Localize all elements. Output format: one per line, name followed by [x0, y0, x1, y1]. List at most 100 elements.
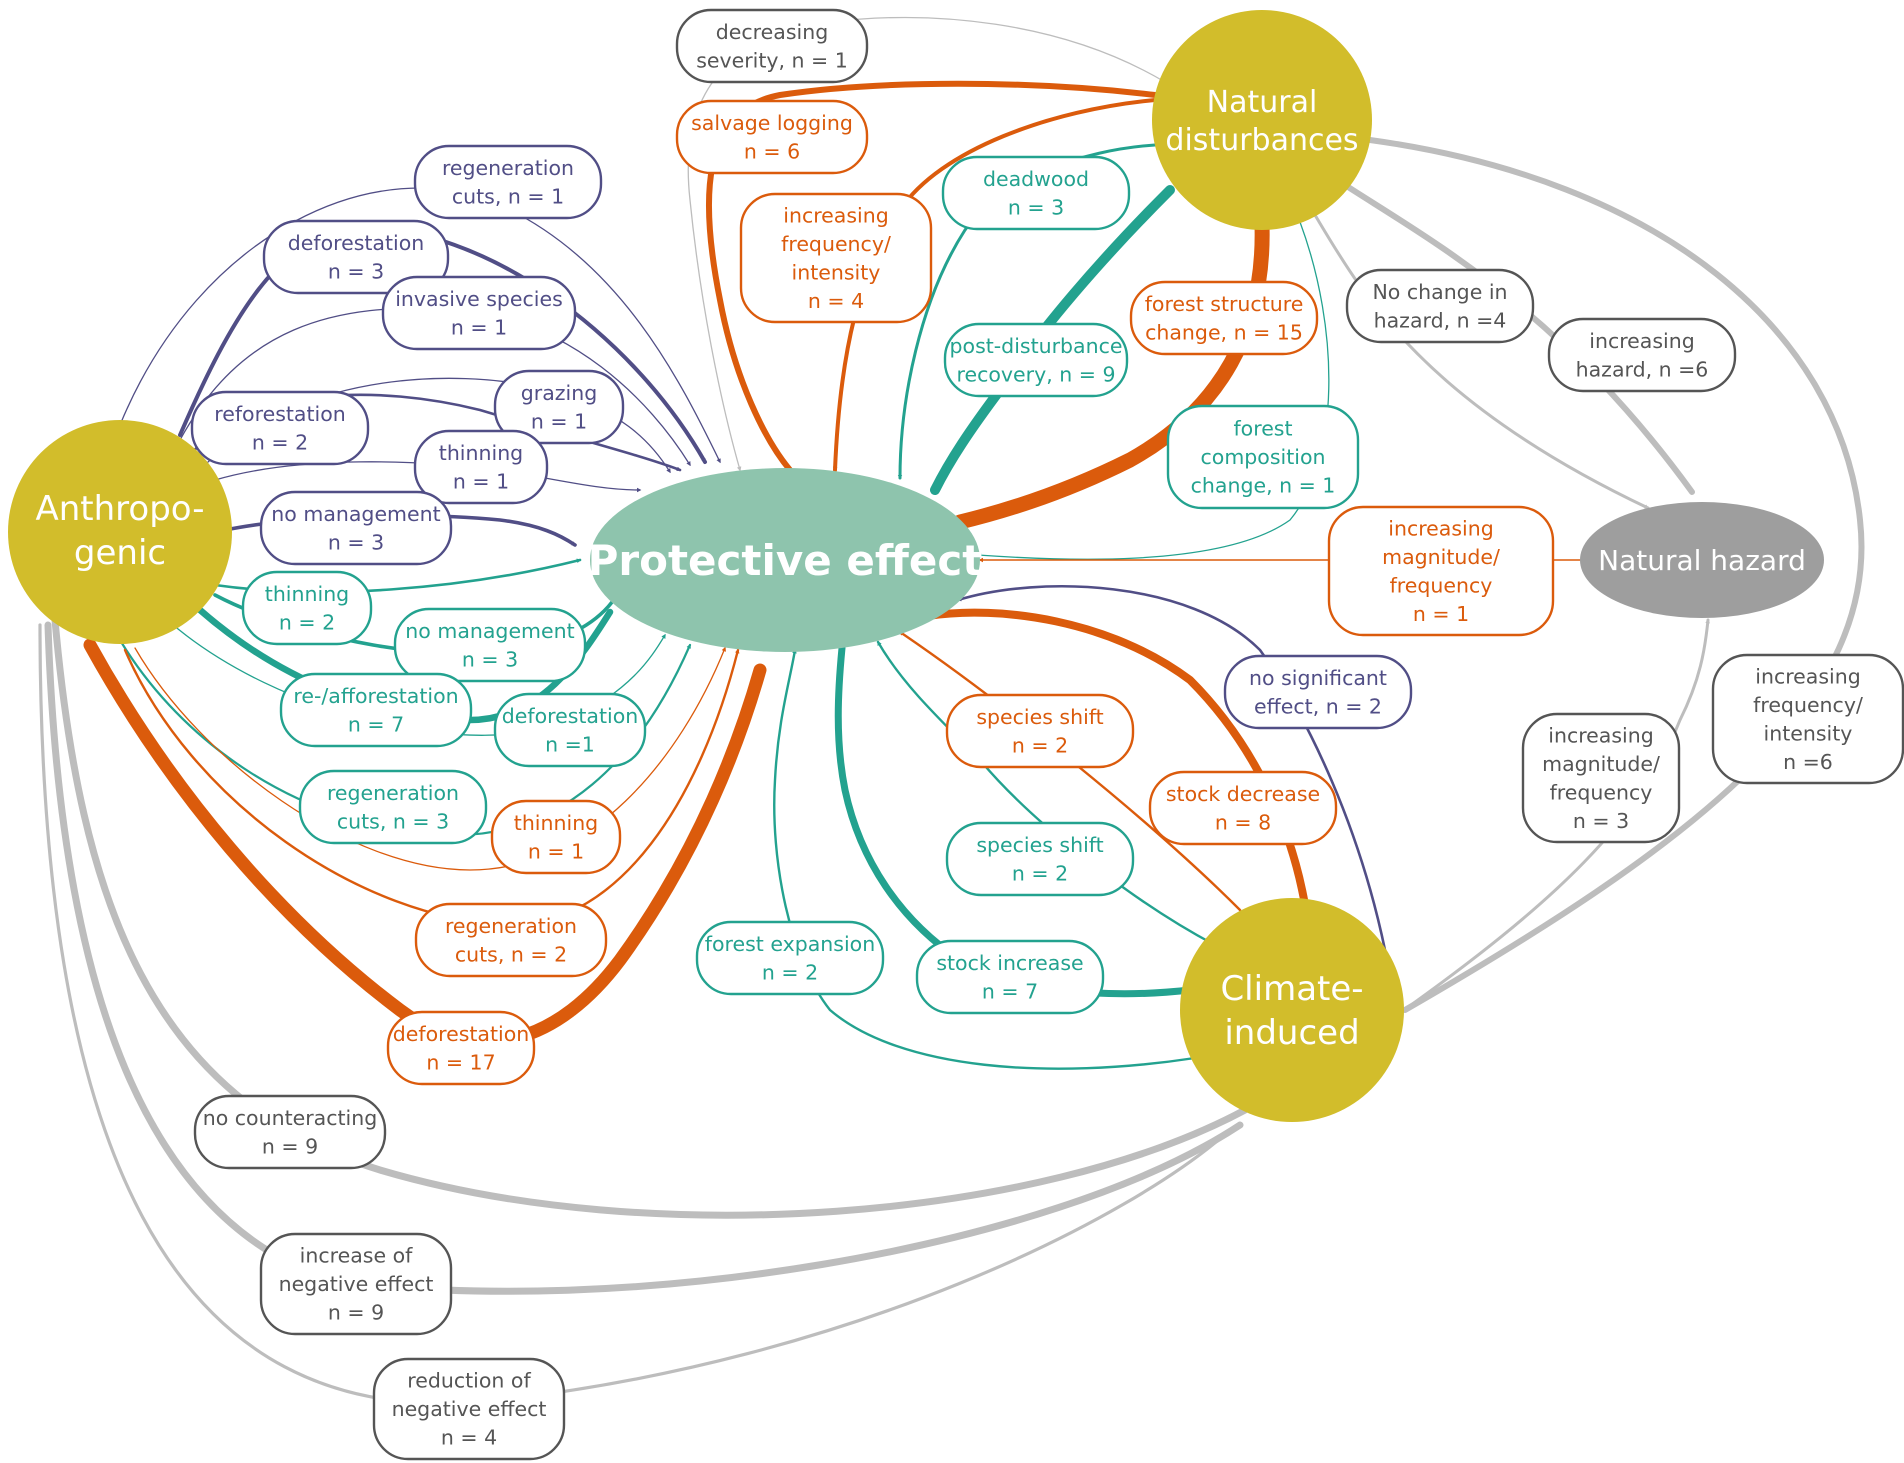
- edge-species-shift-green: [876, 640, 1217, 947]
- label-line: composition: [1201, 445, 1326, 469]
- climate-induced-line-1: Climate-: [1220, 969, 1363, 1009]
- label-box: [1148, 770, 1338, 846]
- label-box: [490, 799, 622, 875]
- label-line: negative effect: [392, 1397, 547, 1421]
- label-line: intensity: [1764, 721, 1853, 745]
- label-box: [386, 1010, 536, 1086]
- label-line: cuts, n = 2: [455, 942, 567, 966]
- label-line: cuts, n = 1: [452, 184, 564, 208]
- label-box: [675, 99, 869, 175]
- label-line: magnitude/: [1382, 545, 1500, 569]
- climate-induced-line-2: induced: [1224, 1013, 1359, 1053]
- natural-disturbances-line-1: Natural: [1207, 85, 1318, 120]
- label-box: [279, 672, 473, 748]
- label-line: n = 4: [808, 289, 864, 313]
- label-line: thinning: [265, 582, 349, 606]
- label-line: n = 8: [1215, 810, 1271, 834]
- label-line: change, n = 1: [1191, 474, 1336, 498]
- label-box: [193, 1094, 387, 1170]
- label-box: [298, 769, 488, 845]
- natural-hazard-title: Natural hazard: [1598, 544, 1806, 577]
- label-box: [915, 939, 1105, 1015]
- label-line: re-/afforestation: [293, 684, 458, 708]
- edge-thinning-1-orange: [134, 646, 726, 871]
- label-deadwood: deadwood n = 3: [941, 155, 1131, 231]
- label-line: no management: [405, 619, 574, 643]
- node-natural-disturbances: Natural disturbances: [1152, 10, 1372, 230]
- label-box: [695, 920, 885, 996]
- label-box: [381, 275, 577, 351]
- label-box: [1327, 505, 1555, 637]
- label-line: change, n = 15: [1145, 320, 1303, 344]
- label-box: [413, 144, 603, 220]
- label-line: reforestation: [214, 402, 346, 426]
- label-line: species shift: [976, 833, 1103, 857]
- label-line: forest structure: [1145, 292, 1304, 316]
- edge-increasing-freq-intensity-6: [1367, 137, 1865, 1013]
- label-line: thinning: [439, 441, 523, 465]
- label-line: deadwood: [983, 167, 1089, 191]
- label-line: n = 9: [262, 1134, 318, 1158]
- label-box: [372, 1357, 566, 1461]
- label-post-disturbance: post-disturbance recovery, n = 9: [943, 322, 1129, 398]
- main-nodes: Protective effect Natural hazard Natural…: [8, 10, 1824, 1122]
- label-line: n =6: [1783, 750, 1833, 774]
- label-box: [1129, 280, 1319, 356]
- label-line: deforestation: [393, 1022, 530, 1046]
- label-line: n = 9: [328, 1301, 384, 1325]
- label-line: increase of: [300, 1244, 413, 1268]
- label-decreasing-severity: decreasing severity, n = 1: [675, 8, 869, 84]
- label-box: [945, 821, 1135, 897]
- label-line: n = 3: [1008, 195, 1064, 219]
- label-box: [1521, 712, 1681, 844]
- label-line: species shift: [976, 705, 1103, 729]
- label-box: [675, 8, 869, 84]
- label-line: severity, n = 1: [696, 48, 848, 72]
- label-box: [1547, 317, 1737, 393]
- label-box: [493, 369, 625, 445]
- node-natural-hazard: Natural hazard: [1580, 502, 1824, 618]
- label-increase-negative: increase of negative effect n = 9: [259, 1232, 453, 1336]
- label-line: n = 3: [328, 259, 384, 283]
- label-line: thinning: [514, 811, 598, 835]
- label-box: [393, 607, 587, 683]
- natural-disturbances-line-2: disturbances: [1165, 123, 1358, 158]
- label-line: n = 1: [531, 409, 587, 433]
- label-line: no counteracting: [203, 1106, 378, 1130]
- label-line: negative effect: [279, 1272, 434, 1296]
- label-line: frequency/: [781, 232, 891, 256]
- label-line: n =1: [545, 732, 595, 756]
- label-box: [1223, 654, 1413, 730]
- label-line: no significant: [1249, 666, 1387, 690]
- label-line: post-disturbance: [950, 334, 1123, 358]
- label-line: increasing: [783, 203, 889, 227]
- label-line: decreasing: [716, 20, 828, 44]
- label-line: n = 7: [982, 979, 1038, 1003]
- label-box: [259, 1232, 453, 1336]
- label-line: recovery, n = 9: [957, 362, 1116, 386]
- label-line: frequency: [1390, 573, 1493, 597]
- label-box: [414, 902, 608, 978]
- label-box: [1166, 404, 1360, 510]
- label-line: forest expansion: [705, 932, 875, 956]
- label-line: increasing: [1755, 664, 1861, 688]
